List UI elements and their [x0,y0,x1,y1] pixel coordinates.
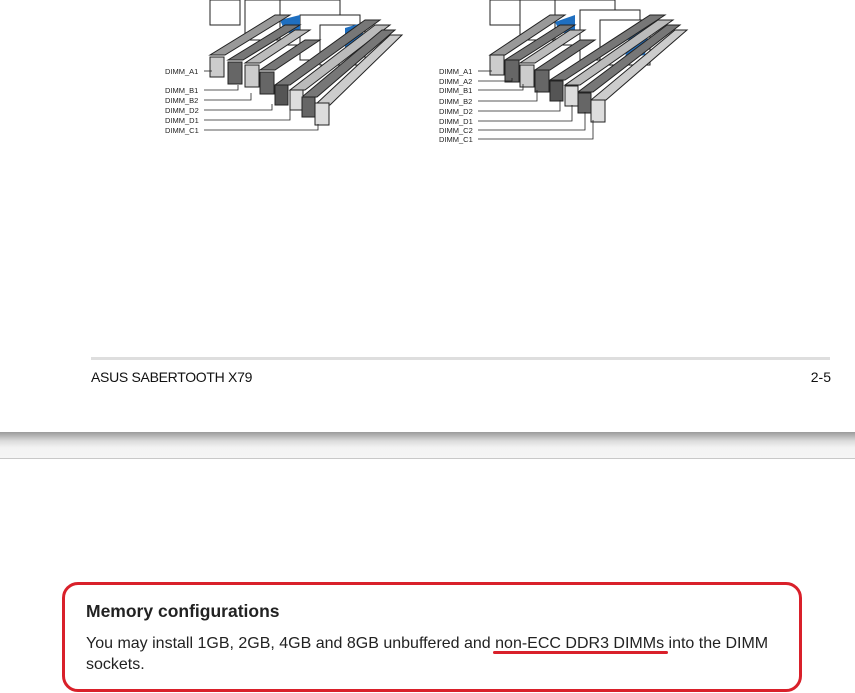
highlighted-text: non-ECC DDR3 DIMMs [495,635,665,652]
footer-page-number: 2-5 [810,369,831,385]
callout-text: You may install 1GB, 2GB, 4GB and 8GB un… [86,633,786,675]
dimm-label: DIMM_C1 [439,135,473,144]
dimm-diagram-left [204,0,404,131]
callout-heading: Memory configurations [86,601,280,621]
dimm-label: DIMM_B1 [165,86,199,95]
callout-text-after: into the DIMM sockets. [86,635,769,673]
dimm-label: DIMM_D2 [165,106,199,115]
footer-title: ASUS SABERTOOTH X79 [91,369,253,385]
footer-rule [91,357,830,360]
dimm-label: DIMM_A1 [439,67,473,76]
dimm-diagram-right [478,0,689,140]
dimm-label: DIMM_B2 [165,96,199,105]
dimm-label: DIMM_D2 [439,107,473,116]
pdf-page-2-5: DIMM_A1 DIMM_B1 DIMM_B2 DIMM_D2 DIMM_D1 … [91,0,831,385]
dimm-label: DIMM_B2 [439,97,473,106]
dimm-label: DIMM_B1 [439,86,473,95]
dimm-label: DIMM_C2 [439,126,473,135]
dimm-label: DIMM_A1 [165,67,199,76]
dimm-label: DIMM_C1 [165,126,199,135]
pdf-page-next [0,459,855,693]
dimm-label: DIMM_A2 [439,77,473,86]
dimm-label: DIMM_D1 [439,117,473,126]
dimm-label: DIMM_D1 [165,116,199,125]
page-separator [0,432,855,459]
callout-text-before: You may install 1GB, 2GB, 4GB and 8GB un… [86,635,496,652]
memory-config-callout: Memory configurations You may install 1G… [62,582,802,692]
